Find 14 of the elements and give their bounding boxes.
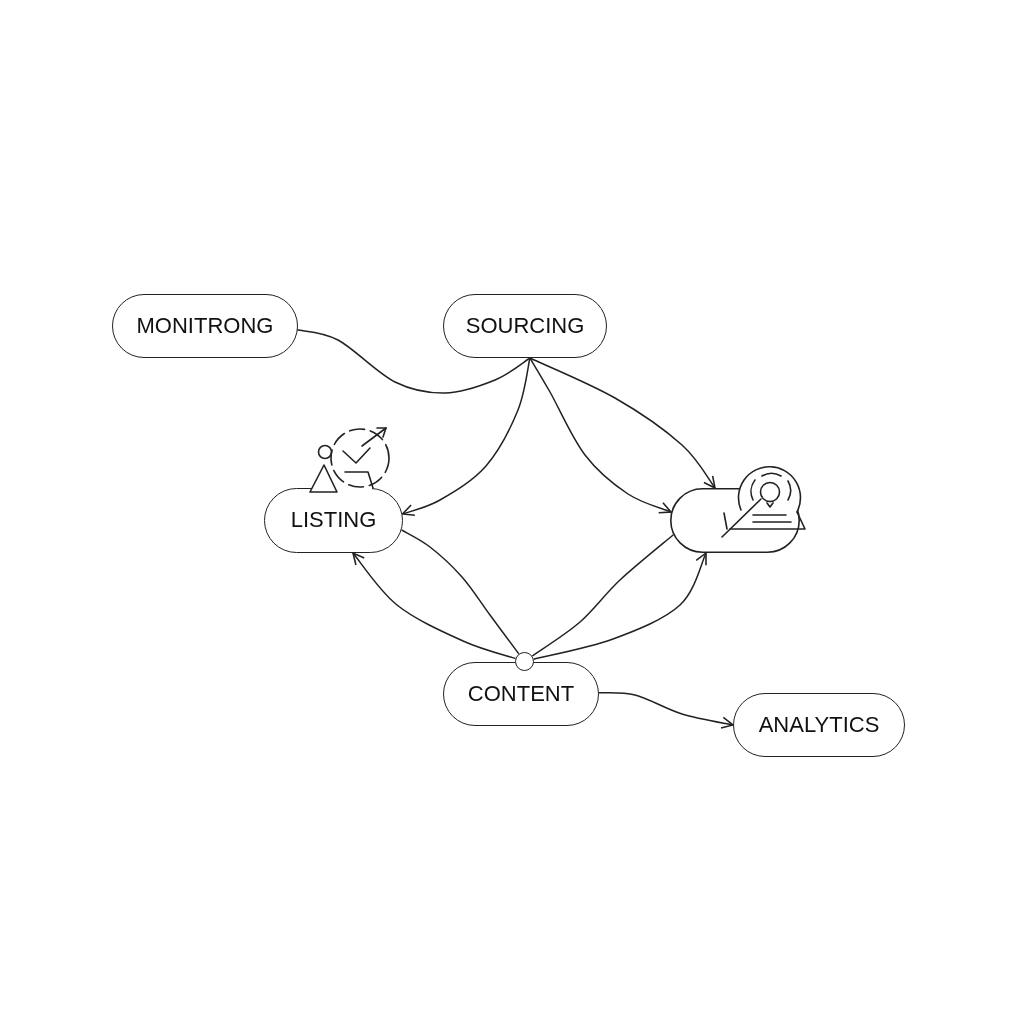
node-label: MONITRONG <box>136 313 274 339</box>
node-label: SOURCING <box>465 313 585 339</box>
arrow <box>401 357 531 517</box>
node-label: ANALYTICS <box>758 712 880 738</box>
arrow <box>529 357 716 489</box>
connector-line <box>400 529 520 655</box>
node-label: LISTING <box>290 508 377 533</box>
arrow <box>352 552 517 660</box>
arrow <box>598 691 734 729</box>
connector-line <box>531 534 675 657</box>
node-label: CONTENT <box>467 681 575 707</box>
arrow <box>532 552 708 660</box>
arrow <box>529 357 672 514</box>
connector-line <box>296 329 531 394</box>
